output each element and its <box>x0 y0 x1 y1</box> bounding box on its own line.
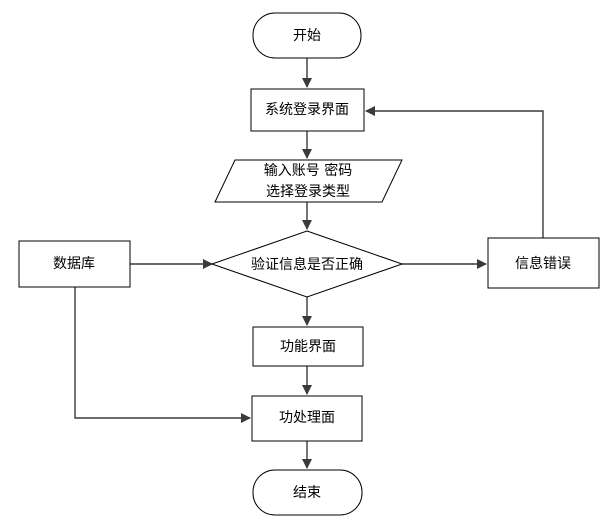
login-screen-box <box>250 88 365 132</box>
processing-screen-label: 功处理面 <box>279 410 335 426</box>
start-node: 开始 <box>252 12 362 59</box>
end-label: 结束 <box>293 485 321 501</box>
error-label: 信息错误 <box>515 255 571 272</box>
input-parallelogram-shape <box>214 159 403 203</box>
error-node: 信息错误 <box>487 237 600 289</box>
processing-screen-node: 功处理面 <box>251 395 363 442</box>
database-label: 数据库 <box>53 256 95 272</box>
start-label: 开始 <box>293 28 321 44</box>
input-label-line1: 输入账号 密码 <box>264 162 352 179</box>
database-node: 数据库 <box>18 240 131 288</box>
login-screen-label: 系统登录界面 <box>265 102 349 118</box>
verify-decision-diamond <box>210 230 404 298</box>
start-terminator-shape <box>252 12 362 59</box>
processing-screen-box <box>251 395 363 442</box>
end-node: 结束 <box>252 469 363 516</box>
verify-label: 验证信息是否正确 <box>251 256 363 273</box>
login-screen-node: 系统登录界面 <box>250 88 365 132</box>
function-screen-node: 功能界面 <box>252 326 364 367</box>
input-label-line2: 选择登录类型 <box>266 184 350 200</box>
arrow-database-to-processing <box>74 287 251 423</box>
function-screen-label: 功能界面 <box>280 339 336 355</box>
end-terminator-shape <box>252 469 363 516</box>
input-node: 输入账号 密码 选择登录类型 <box>214 159 403 203</box>
function-screen-box <box>252 326 364 367</box>
arrow-error-to-login <box>365 106 544 238</box>
error-box <box>487 237 600 289</box>
database-box <box>18 240 131 288</box>
verify-node: 验证信息是否正确 <box>210 230 404 298</box>
connectors <box>74 58 544 469</box>
